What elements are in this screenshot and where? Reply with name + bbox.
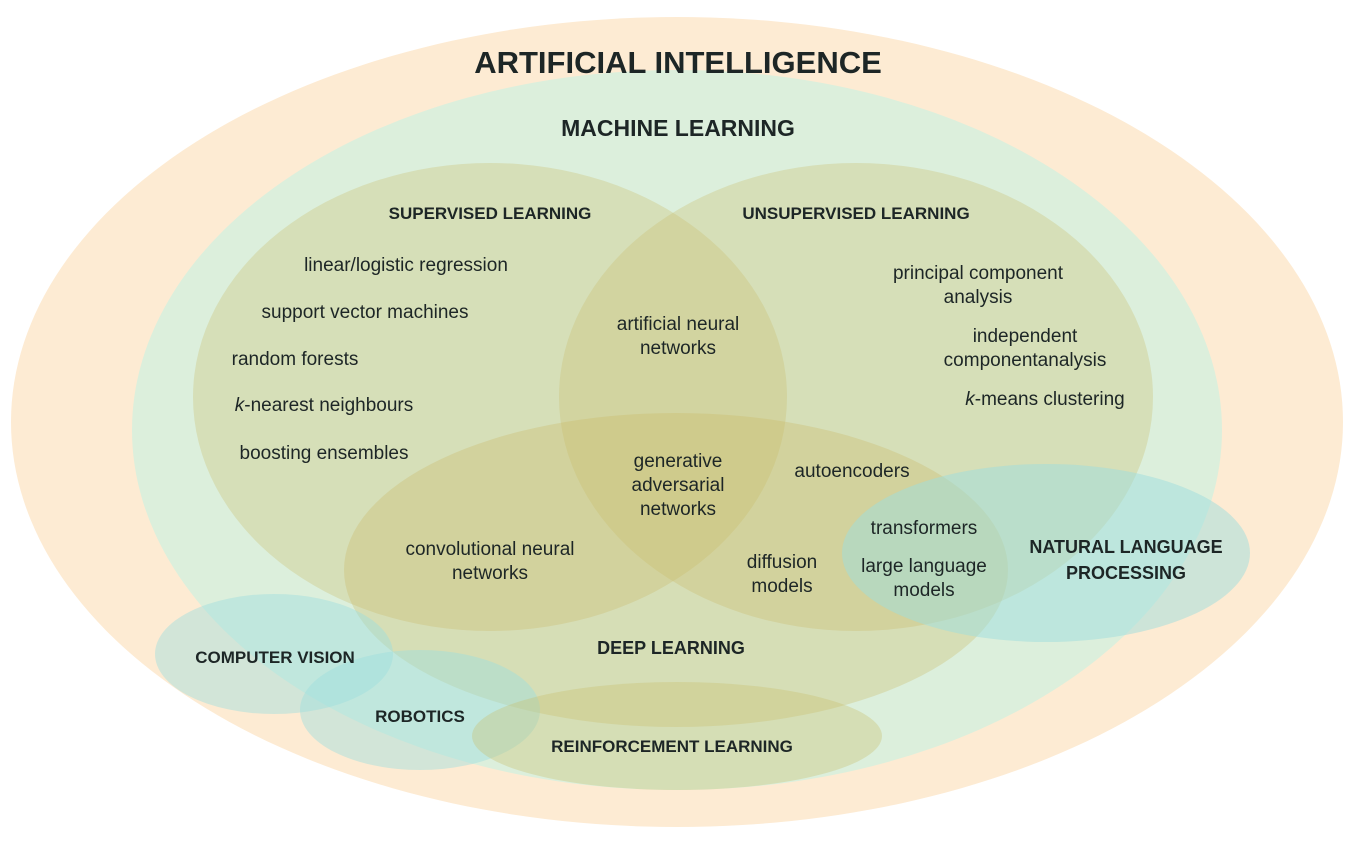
computer-vision-label: COMPUTER VISION — [195, 648, 355, 667]
item-ica-line2: componentanalysis — [944, 350, 1107, 371]
reinforcement-label: REINFORCEMENT LEARNING — [551, 737, 793, 756]
item-pca-line2: analysis — [944, 287, 1013, 308]
nlp-region — [842, 464, 1250, 642]
item-transformers: transformers — [871, 518, 978, 539]
item-gan-line2: adversarial — [632, 475, 725, 496]
item-ann-line2: networks — [640, 338, 716, 359]
ai-title: ARTIFICIAL INTELLIGENCE — [474, 45, 882, 80]
supervised-region — [193, 163, 787, 631]
item-cnn-line2: networks — [452, 563, 528, 584]
item-random-forests: random forests — [232, 349, 359, 370]
robotics-region — [300, 650, 540, 770]
item-linear-regression: linear/logistic regression — [304, 255, 508, 276]
deep-learning-region — [344, 413, 1008, 727]
item-pca-line1: principal component — [893, 263, 1064, 284]
deep-learning-label: DEEP LEARNING — [597, 638, 745, 658]
item-autoencoders: autoencoders — [794, 461, 909, 482]
item-ica-line1: independent — [973, 326, 1078, 347]
item-ann-line1: artificial neural — [617, 314, 740, 335]
item-svm: support vector machines — [262, 302, 469, 323]
computer-vision-region — [155, 594, 393, 714]
item-kmeans: k-means clustering — [965, 389, 1124, 410]
item-diffusion-line1: diffusion — [747, 552, 817, 573]
reinforcement-region — [472, 682, 882, 790]
item-llm-line1: large language — [861, 556, 987, 577]
item-knn: k-nearest neighbours — [235, 395, 414, 416]
unsupervised-label: UNSUPERVISED LEARNING — [742, 204, 969, 223]
item-gan-line3: networks — [640, 499, 716, 520]
robotics-label: ROBOTICS — [375, 707, 465, 726]
item-boosting: boosting ensembles — [240, 443, 409, 464]
item-diffusion-line2: models — [751, 576, 812, 597]
item-llm-line2: models — [893, 580, 954, 601]
nlp-label-line2: PROCESSING — [1066, 563, 1186, 583]
item-cnn-line1: convolutional neural — [405, 539, 574, 560]
nlp-label-line1: NATURAL LANGUAGE — [1029, 537, 1222, 557]
ml-label: MACHINE LEARNING — [561, 115, 795, 141]
item-gan-line1: generative — [634, 451, 723, 472]
supervised-label: SUPERVISED LEARNING — [389, 204, 592, 223]
